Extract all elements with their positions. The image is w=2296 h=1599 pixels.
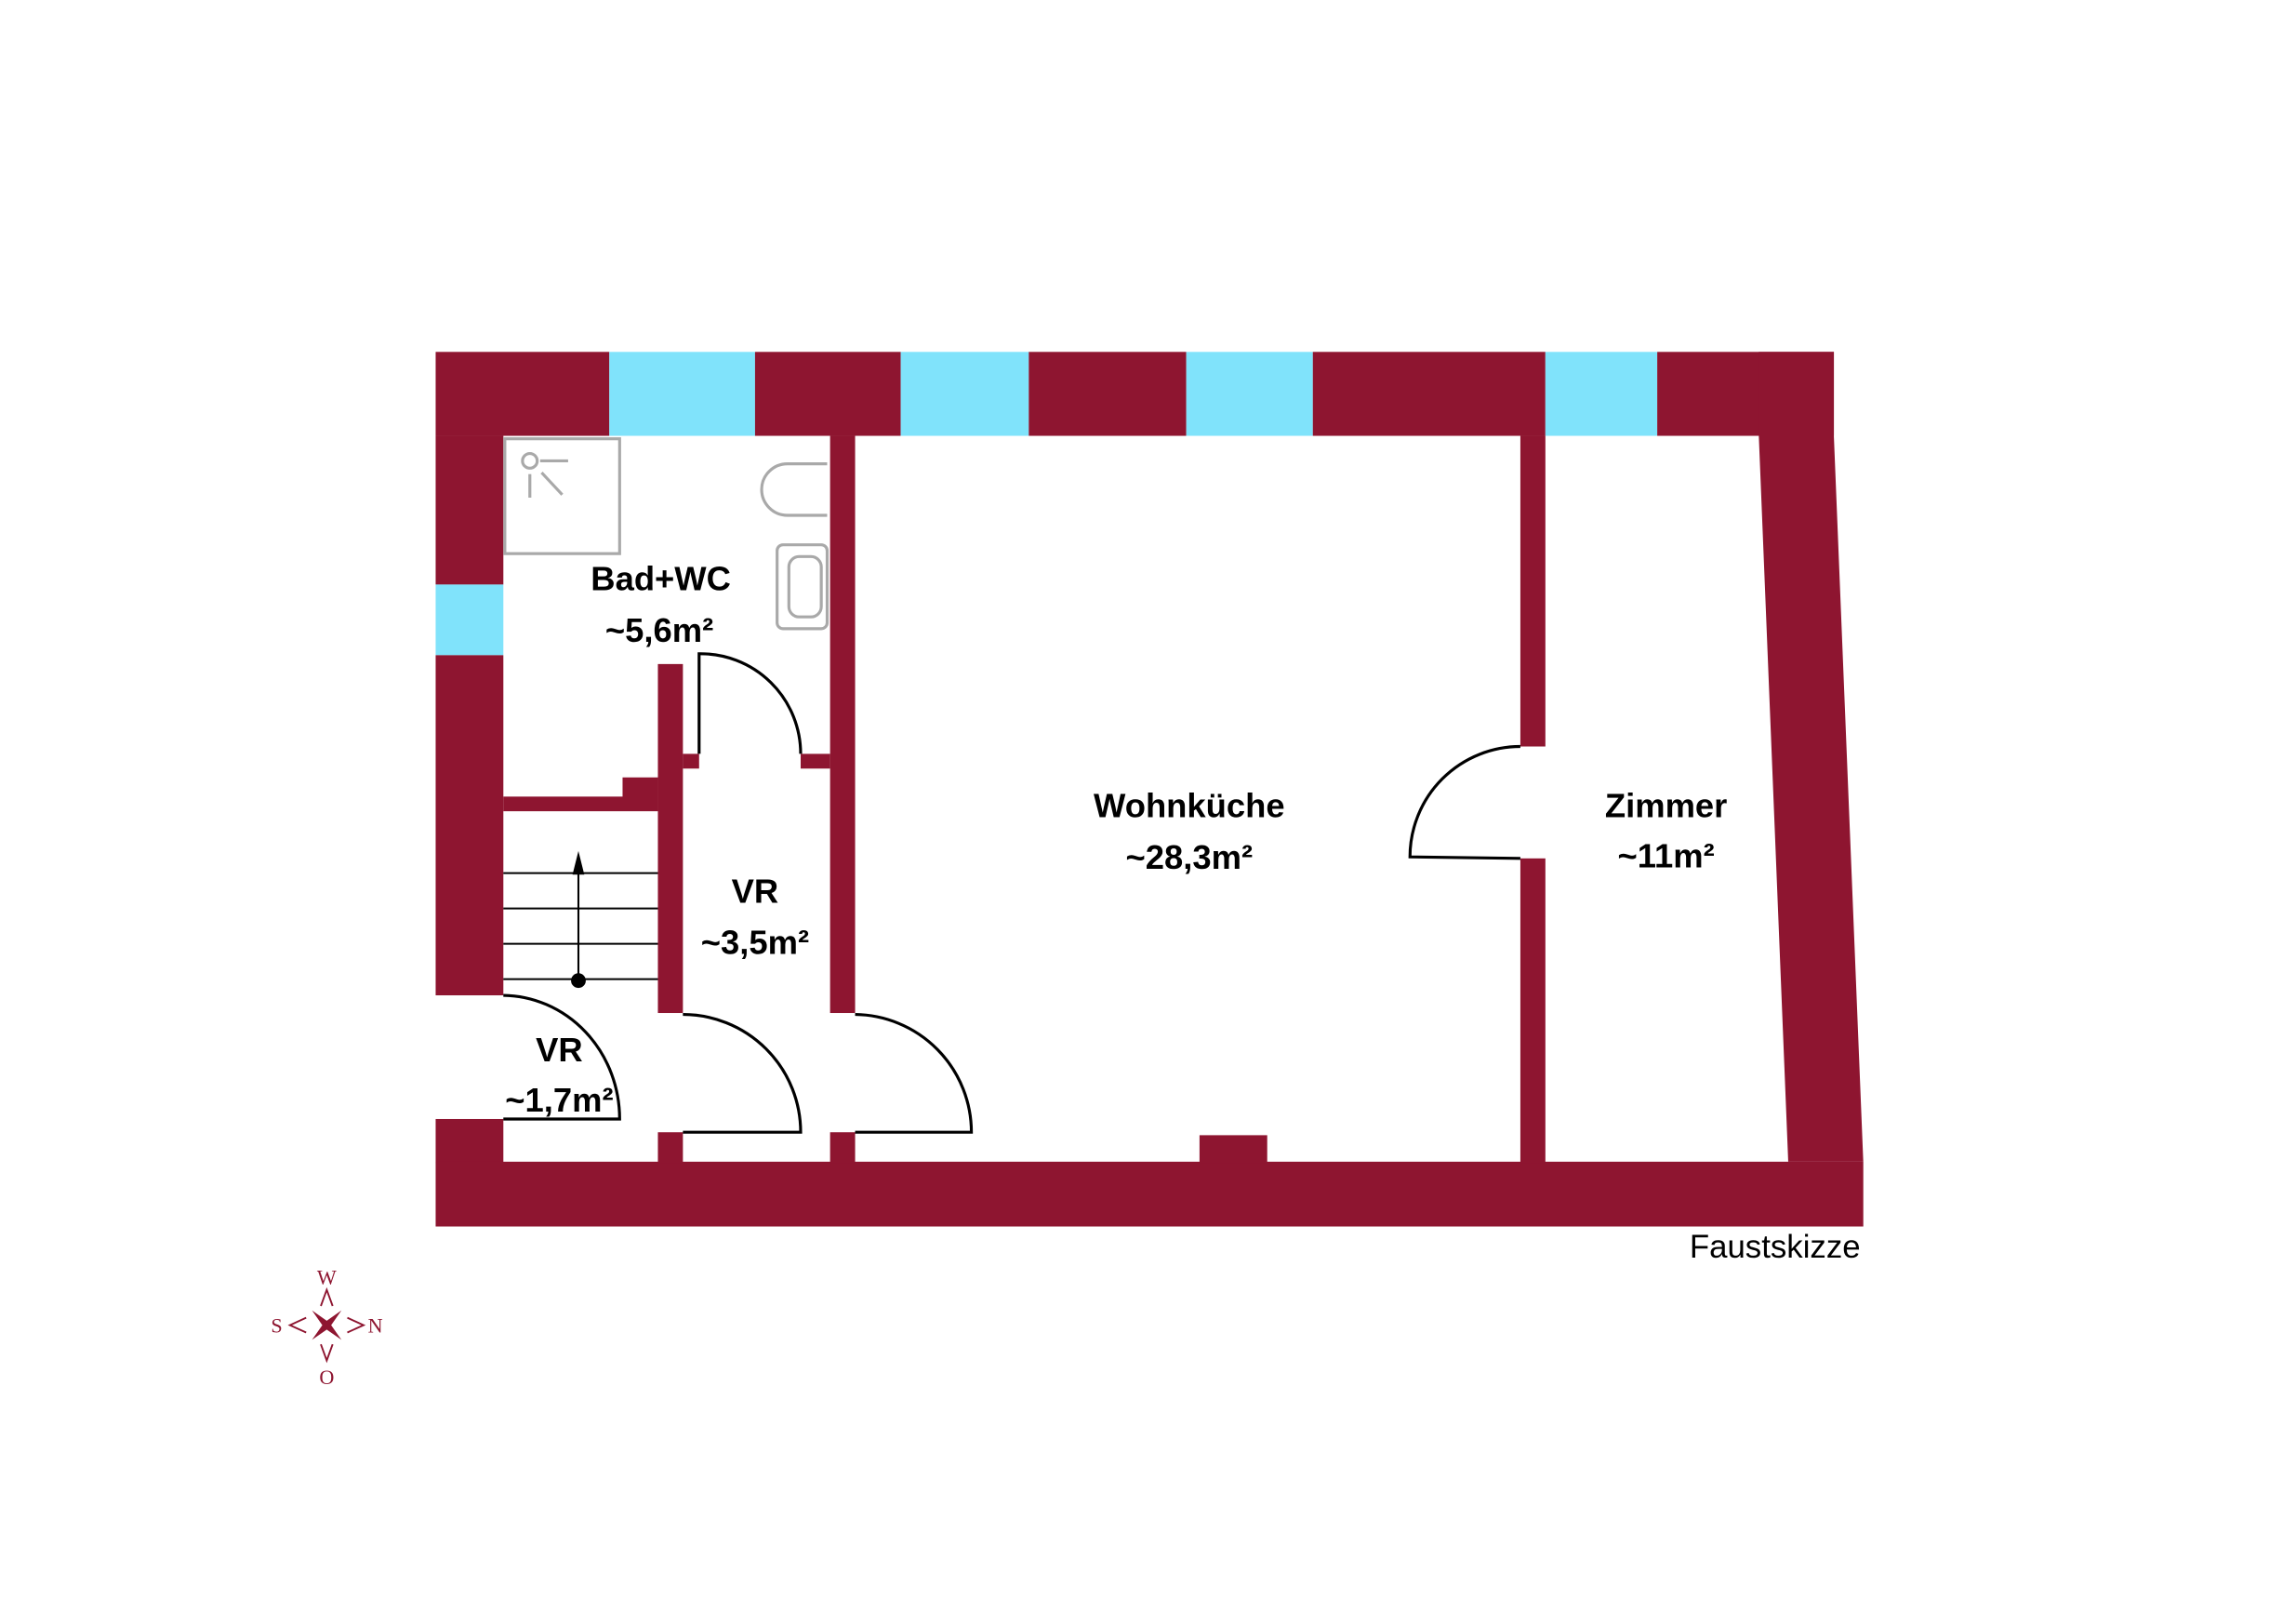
room-name-bath: Bad+WC <box>591 560 731 598</box>
door-bath <box>697 652 803 754</box>
bottom-wall-bump <box>1199 1135 1267 1164</box>
left-wall <box>435 435 504 1164</box>
wall-stub <box>829 1132 856 1164</box>
shower-icon <box>503 437 621 555</box>
right-wall <box>1758 352 1864 1162</box>
wall-bath-kitchen <box>829 435 856 1014</box>
door-entrance <box>503 993 621 1121</box>
window <box>1186 352 1313 436</box>
wall-segment <box>754 352 901 436</box>
bath-fixtures <box>503 437 829 631</box>
room-area-room: ~11m² <box>1618 836 1715 874</box>
wall-segment <box>1312 352 1546 436</box>
room-name-hall: VR <box>732 872 779 910</box>
compass-icon: W S N O <box>271 1265 382 1389</box>
room-name-room: Zimmer <box>1605 786 1727 824</box>
wall-segment <box>435 655 504 996</box>
room-name-entrance: VR <box>536 1031 583 1069</box>
wall-segment <box>435 435 504 585</box>
bottom-wall <box>435 1161 1864 1227</box>
stairs <box>503 850 658 989</box>
wall-hall <box>657 663 683 1014</box>
compass-chevron-top <box>320 1286 334 1307</box>
window <box>1545 352 1658 436</box>
compass-chevron-bottom <box>320 1343 334 1364</box>
window <box>609 352 755 436</box>
sink-icon <box>776 543 829 631</box>
toilet-icon <box>760 462 828 517</box>
door-hall <box>683 1013 803 1134</box>
wall-stub <box>683 753 699 769</box>
room-area-entrance: ~1,7m² <box>505 1081 613 1119</box>
compass-top-letter: W <box>317 1265 337 1288</box>
room-area-bath: ~5,6m² <box>605 611 713 649</box>
interior-walls <box>503 435 1546 1164</box>
compass-left-letter: S <box>271 1313 282 1337</box>
compass-star <box>312 1310 342 1340</box>
room-area-hall: ~3,5m² <box>701 924 809 962</box>
window <box>900 352 1029 436</box>
compass-right-letter: N <box>368 1313 383 1337</box>
wall-stub <box>800 753 830 769</box>
wall-kitchen-room <box>1520 435 1546 747</box>
room-labels: Bad+WC ~5,6m² VR ~3,5m² VR ~1,7m² Wohnkü… <box>505 560 1727 1119</box>
wall-segment <box>1029 352 1187 436</box>
sketch-note: Faustskizze <box>1690 1229 1861 1265</box>
wall-segment <box>435 352 610 436</box>
wall-bath-bottom <box>503 777 658 812</box>
wall-segment <box>435 1118 504 1164</box>
wall-kitchen-room-lower <box>1520 858 1546 1164</box>
doors <box>503 652 1520 1134</box>
compass-chevron-right <box>347 1316 366 1334</box>
window <box>435 584 504 656</box>
compass-bottom-letter: O <box>319 1366 334 1389</box>
compass-chevron-left <box>287 1316 307 1334</box>
stair-start-dot <box>571 973 586 989</box>
right-wall-corner <box>1758 352 1835 436</box>
room-area-kitchen: ~28,3m² <box>1126 838 1254 876</box>
room-name-kitchen: Wohnküche <box>1094 786 1285 824</box>
door-kitchen <box>855 1013 974 1134</box>
top-wall <box>435 352 1835 436</box>
stair-arrow-head-icon <box>572 850 585 875</box>
door-room <box>1408 744 1520 860</box>
wall-stub <box>657 1132 683 1164</box>
